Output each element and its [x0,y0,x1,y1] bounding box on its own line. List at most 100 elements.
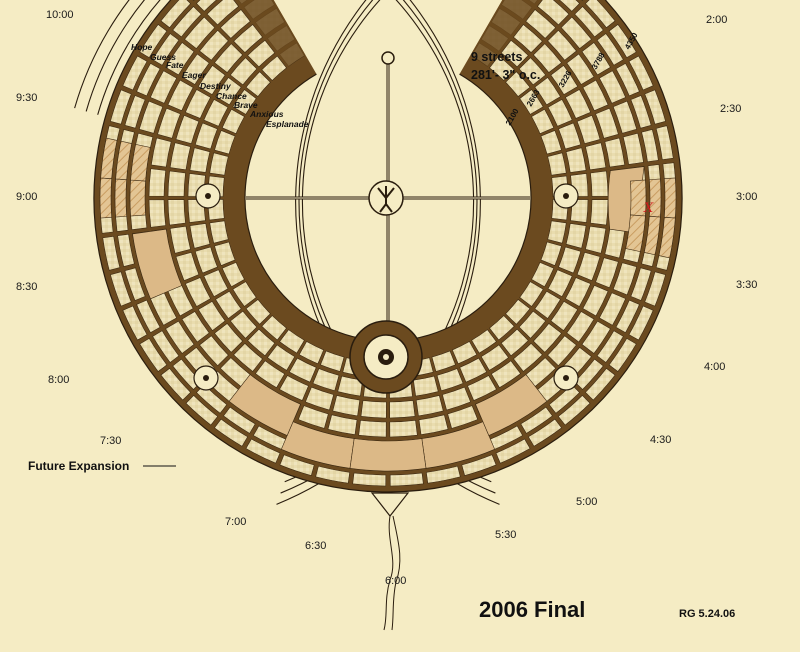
city-block [209,220,229,244]
city-block [389,419,418,438]
city-block [150,137,172,168]
city-block [540,130,562,155]
city-block [136,62,161,97]
city-block [279,329,305,354]
city-block [192,0,195,2]
city-block [630,95,652,129]
hatched-block [100,137,118,179]
city-block [181,53,210,85]
city-block [152,33,180,66]
city-block [172,6,202,38]
city-block [122,305,148,341]
city-block [214,323,244,353]
city-block [358,419,387,438]
city-block [527,418,562,447]
city-block [622,132,644,165]
city-block [565,277,591,307]
entrance-road-edge [391,515,401,631]
city-block [214,43,244,73]
city-block [576,251,601,281]
plaza-block [132,228,183,300]
city-block [148,168,167,197]
city-block [566,53,595,85]
clock-label: 2:00 [706,14,727,26]
city-block [581,0,584,2]
city-block [415,395,444,417]
city-block [110,271,132,307]
city-block [252,425,287,450]
entrance-road [383,515,394,631]
city-block [203,98,229,127]
city-block [194,122,218,150]
city-block [604,137,626,168]
city-block [219,357,251,387]
clock-label: 8:30 [16,281,37,293]
city-block [298,341,325,365]
city-block [489,55,515,81]
city-block [525,9,557,39]
city-block [175,251,200,281]
arm-end-block [470,0,540,68]
city-block [655,125,674,161]
city-block [229,57,258,86]
side-plaza-core [563,375,569,381]
hatched-block [99,177,112,219]
city-block [641,129,659,163]
city-block [604,228,626,259]
city-block [513,342,543,372]
city-block [590,170,609,197]
city-block [608,24,637,59]
clock-label: 9:30 [16,92,37,104]
map-signature: RG 5.24.06 [679,608,735,620]
city-block [197,300,226,331]
expansion-arc-southwest [74,0,130,109]
city-block [565,223,587,249]
expansion-arc-southwest [97,0,161,115]
city-block [261,315,287,341]
city-block [389,400,416,419]
city-block [581,320,611,354]
street-label-esplanade: Esplanade [266,119,309,129]
city-block [247,39,276,68]
city-block [489,315,515,341]
city-block [550,300,579,331]
clock-label: 7:30 [100,435,121,447]
city-block [612,100,638,134]
clock-label: 3:30 [736,279,757,291]
city-block [189,147,211,173]
city-block [136,299,161,334]
city-block [558,122,582,150]
city-block [441,386,471,411]
city-block [532,43,562,73]
clock-labels: 2:002:303:003:304:004:305:005:306:006:30… [16,9,757,587]
clock-label: 4:30 [650,434,671,446]
city-block [547,220,567,244]
side-plaza-core [205,193,211,199]
city-block [215,77,242,106]
city-block [255,360,286,389]
plaza-block [228,374,301,436]
city-block [279,454,315,476]
plaza-block [475,374,548,436]
city-block [352,472,387,487]
gate-triangle [370,492,410,517]
city-block [197,65,226,96]
city-block [169,225,191,254]
hatched-block [130,144,151,182]
city-block [185,277,211,307]
city-block [124,95,146,129]
city-block [560,16,592,49]
city-block [233,342,263,372]
city-block [102,235,121,271]
city-block [590,199,609,226]
temple-circle [381,51,395,65]
street-label-eager: Eager [182,70,206,80]
plazas [99,137,677,472]
clock-label: 10:00 [46,9,74,21]
hatched-block [658,217,676,259]
city-block [185,89,211,119]
hatched-block [664,177,677,219]
city-block [566,311,595,343]
clock-label: 5:00 [576,496,597,508]
clock-label: 5:30 [495,529,516,541]
